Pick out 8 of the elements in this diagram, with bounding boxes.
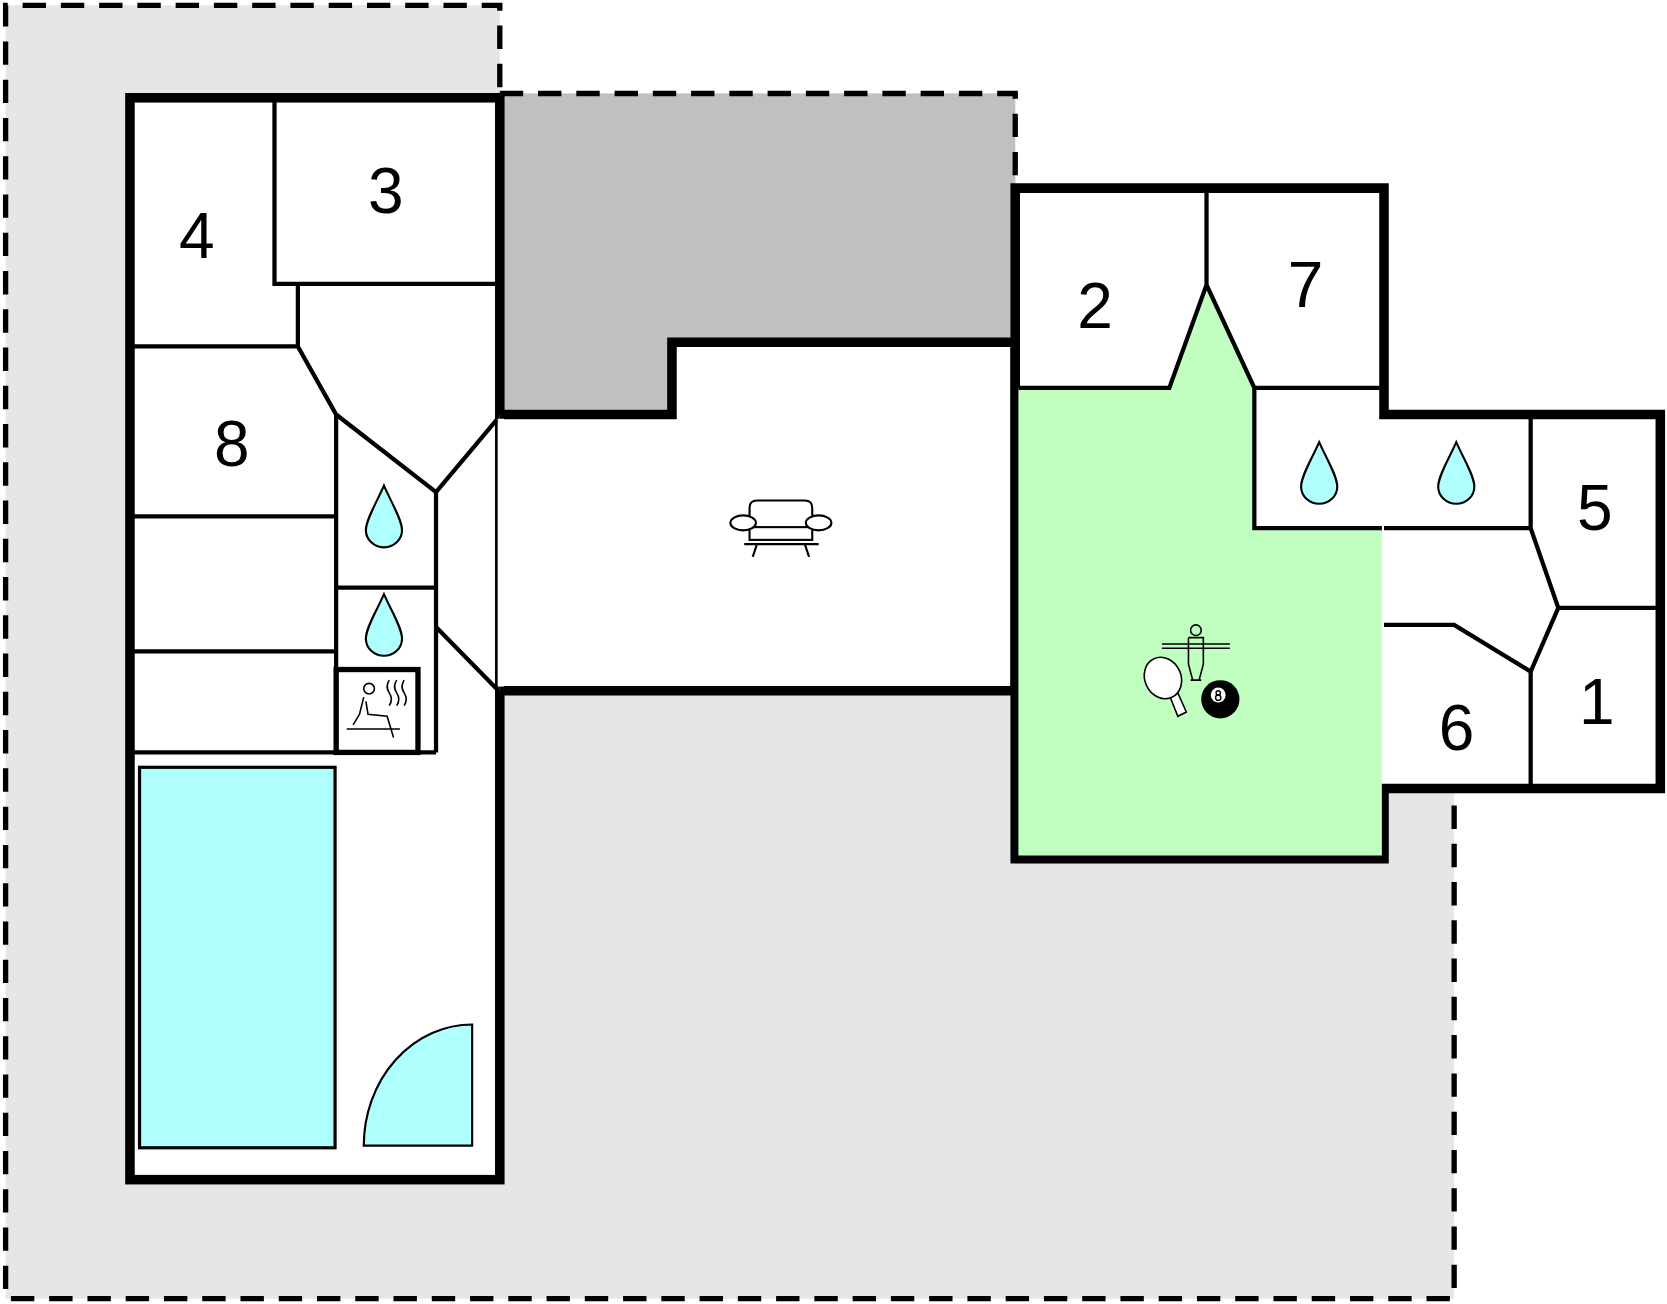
room-number: 4 [178, 204, 215, 268]
room-number: 1 [1579, 669, 1615, 734]
room-number: 8 [213, 412, 250, 477]
room-number: 3 [368, 159, 404, 224]
room-number: 2 [1077, 274, 1113, 339]
room-number: 6 [1438, 696, 1475, 761]
room-number: 5 [1576, 476, 1613, 541]
room-number: 7 [1287, 252, 1324, 317]
